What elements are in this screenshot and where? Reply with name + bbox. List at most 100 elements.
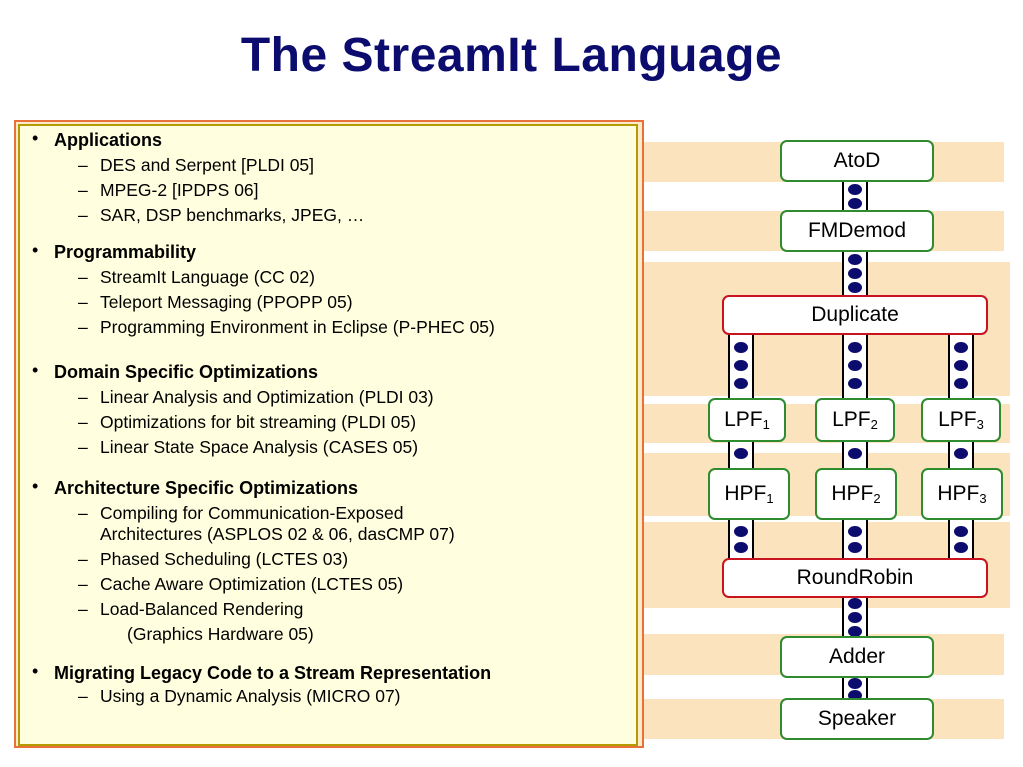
stripe-gap bbox=[620, 516, 1010, 522]
channel-dot bbox=[734, 360, 748, 371]
channel bbox=[728, 440, 754, 470]
item-text: Architectures (ASPLOS 02 & 06, dasCMP 07… bbox=[100, 524, 455, 544]
item-text: Optimizations for bit streaming (PLDI 05… bbox=[100, 412, 417, 432]
list-item: –Using a Dynamic Analysis (MICRO 07) bbox=[78, 686, 401, 706]
item-continuation: (Graphics Hardware 05) bbox=[127, 624, 314, 644]
section-heading: Domain Specific Optimizations bbox=[54, 362, 319, 382]
node-label: RoundRobin bbox=[796, 566, 914, 589]
channel-dot bbox=[954, 342, 968, 353]
channel bbox=[948, 518, 974, 560]
node-subscript: 2 bbox=[870, 416, 878, 432]
node-fmdemod: FMDemod bbox=[780, 210, 934, 252]
channel-dot bbox=[848, 198, 862, 209]
channel-dot bbox=[848, 184, 862, 195]
channel-dot bbox=[848, 360, 862, 371]
node-subscript: 1 bbox=[766, 490, 774, 506]
bullet-dot: • bbox=[32, 128, 39, 148]
list-item: –Load-Balanced Rendering bbox=[78, 599, 304, 619]
list-item: –MPEG-2 [IPDPS 06] bbox=[78, 180, 259, 200]
item-text: Load-Balanced Rendering bbox=[100, 599, 304, 619]
node-label: Speaker bbox=[817, 707, 897, 730]
node-adder: Adder bbox=[780, 636, 934, 678]
channel-dot bbox=[954, 360, 968, 371]
channel-dot bbox=[848, 282, 862, 293]
channel-dot bbox=[848, 254, 862, 265]
list-item: –Optimizations for bit streaming (PLDI 0… bbox=[78, 412, 417, 432]
slide-title: The StreamIt Language bbox=[240, 29, 783, 82]
channel-dot bbox=[734, 526, 748, 537]
channel-dot bbox=[848, 626, 862, 637]
channel bbox=[948, 440, 974, 470]
item-text: Programming Environment in Eclipse (P-PH… bbox=[100, 317, 495, 337]
list-item: –StreamIt Language (CC 02) bbox=[78, 267, 315, 287]
list-item: –Programming Environment in Eclipse (P-P… bbox=[78, 317, 495, 337]
list-item: –Cache Aware Optimization (LCTES 05) bbox=[78, 574, 404, 594]
section-programmability: • Programmability –StreamIt Language (CC… bbox=[30, 240, 635, 338]
bullet-list: • Applications –DES and Serpent [PLDI 05… bbox=[30, 128, 635, 711]
node-speaker: Speaker bbox=[780, 698, 934, 740]
channel bbox=[842, 440, 868, 470]
node-label: Duplicate bbox=[811, 303, 899, 326]
node-label: LPF bbox=[724, 408, 763, 431]
channel bbox=[842, 596, 868, 638]
node-subscript: 2 bbox=[873, 490, 881, 506]
channel-dot bbox=[848, 342, 862, 353]
list-item-continuation: Architectures (ASPLOS 02 & 06, dasCMP 07… bbox=[54, 524, 635, 545]
node-label: HPF bbox=[937, 482, 980, 505]
channel bbox=[728, 518, 754, 560]
item-text: Using a Dynamic Analysis (MICRO 07) bbox=[100, 686, 401, 706]
node-label: HPF bbox=[724, 482, 767, 505]
bullet-panel: • Applications –DES and Serpent [PLDI 05… bbox=[18, 124, 638, 746]
channel-dot bbox=[848, 268, 862, 279]
channel-dot bbox=[954, 526, 968, 537]
section-heading: Programmability bbox=[54, 242, 197, 262]
stripe-gap bbox=[620, 443, 1010, 453]
channel-dot bbox=[734, 448, 748, 459]
node-label: AtoD bbox=[833, 149, 881, 172]
channel-dot bbox=[954, 542, 968, 553]
node-label: HPF bbox=[831, 482, 874, 505]
channel bbox=[842, 180, 868, 212]
node-roundrobin: RoundRobin bbox=[722, 558, 988, 598]
item-text: Teleport Messaging (PPOPP 05) bbox=[100, 292, 353, 312]
stripe-gap bbox=[620, 396, 1010, 404]
item-text: DES and Serpent [PLDI 05] bbox=[100, 155, 315, 175]
list-item: –Linear Analysis and Optimization (PLDI … bbox=[78, 387, 434, 407]
item-text: Linear State Space Analysis (CASES 05) bbox=[100, 437, 419, 457]
section-heading: Applications bbox=[54, 130, 163, 150]
item-text: StreamIt Language (CC 02) bbox=[100, 267, 315, 287]
list-item: –Teleport Messaging (PPOPP 05) bbox=[78, 292, 353, 312]
bullet-dot: • bbox=[32, 360, 39, 380]
item-text: MPEG-2 [IPDPS 06] bbox=[100, 180, 259, 200]
channel bbox=[842, 518, 868, 560]
channel bbox=[948, 334, 974, 400]
channel-dot bbox=[848, 526, 862, 537]
node-label: LPF bbox=[832, 408, 871, 431]
bullet-dot: • bbox=[32, 476, 39, 496]
node-subscript: 3 bbox=[979, 490, 987, 506]
section-architecture-optimizations: • Architecture Specific Optimizations –C… bbox=[30, 476, 635, 645]
node-label: FMDemod bbox=[807, 219, 907, 242]
item-text: Compiling for Communication-Exposed bbox=[100, 503, 404, 523]
section-heading: Architecture Specific Optimizations bbox=[54, 478, 359, 498]
channel-dot bbox=[848, 678, 862, 689]
section-legacy-migration: • Migrating Legacy Code to a Stream Repr… bbox=[30, 661, 635, 707]
item-text: Linear Analysis and Optimization (PLDI 0… bbox=[100, 387, 434, 407]
node-duplicate: Duplicate bbox=[722, 295, 988, 335]
channel-dot bbox=[848, 378, 862, 389]
channel-dot bbox=[848, 690, 862, 701]
channel bbox=[728, 334, 754, 400]
node-label: LPF bbox=[938, 408, 977, 431]
channel-dot bbox=[954, 378, 968, 389]
channel bbox=[842, 676, 868, 702]
item-text: SAR, DSP benchmarks, JPEG, … bbox=[100, 205, 365, 225]
section-applications: • Applications –DES and Serpent [PLDI 05… bbox=[30, 128, 635, 226]
channel bbox=[842, 334, 868, 400]
node-atod: AtoD bbox=[780, 140, 934, 182]
list-item: –Compiling for Communication-Exposed bbox=[78, 503, 404, 523]
node-subscript: 1 bbox=[762, 416, 770, 432]
